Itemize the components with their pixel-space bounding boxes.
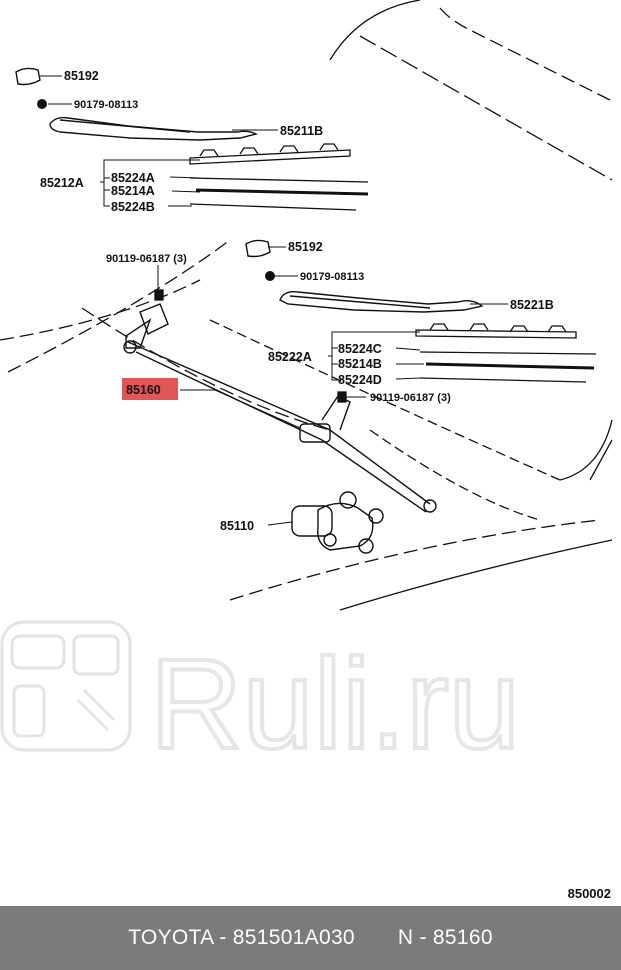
leader-lines [40, 75, 508, 526]
label-blade-right-b: 85214B [338, 357, 382, 371]
wiper-parts-diagram: Ruli.ru [0, 0, 613, 778]
diagram-code: 850002 [567, 886, 611, 901]
label-nut-top: 90179-08113 [74, 99, 138, 111]
footer-number: N - 85160 [397, 926, 493, 949]
label-blade-left-a: 85224A [111, 171, 155, 185]
wiper-arm-right [279, 290, 484, 313]
footer-brand-part: TOYOTA - 851501A030 [128, 926, 355, 949]
label-blade-group-left: 85212A [40, 176, 84, 190]
label-blade-right-c: 85224D [338, 373, 382, 387]
label-nut-right: 90179-08113 [300, 271, 364, 283]
label-blade-left-b: 85214A [111, 184, 155, 198]
nut-icon-right [265, 271, 275, 281]
footer-bar: TOYOTA - 851501A030 N - 85160 [0, 906, 621, 970]
label-cap-right: 85192 [288, 240, 323, 254]
label-bolt-right: 90119-06187 (3) [370, 392, 451, 404]
label-cap-top: 85192 [64, 69, 99, 83]
wiper-arm-left [49, 116, 259, 141]
label-linkage: 85160 [126, 383, 161, 397]
cap-icon-right [245, 239, 271, 258]
bolt-icon-right [337, 391, 347, 403]
watermark-logo [0, 620, 132, 752]
label-arm-left: 85211B [280, 124, 323, 138]
bolt-icon-left [154, 289, 164, 301]
body-outline [0, 0, 613, 611]
wiper-blade-left [189, 143, 369, 211]
linkage-label-highlight [122, 378, 178, 400]
label-blade-left-c: 85224B [111, 200, 155, 214]
wiper-linkage [123, 303, 437, 513]
label-blade-right-a: 85224C [338, 342, 382, 356]
cap-icon-left [15, 67, 41, 86]
footer-spacer [355, 926, 398, 950]
wiper-blade-right [415, 323, 597, 383]
wiper-motor [291, 491, 384, 554]
label-bolt-left: 90119-06187 (3) [106, 253, 187, 265]
watermark-text: Ruli.ru [150, 633, 520, 776]
nut-icon-left [37, 99, 47, 109]
label-blade-group-right: 85222A [268, 350, 312, 364]
label-motor: 85110 [220, 519, 254, 533]
label-arm-right: 85221B [510, 298, 554, 312]
